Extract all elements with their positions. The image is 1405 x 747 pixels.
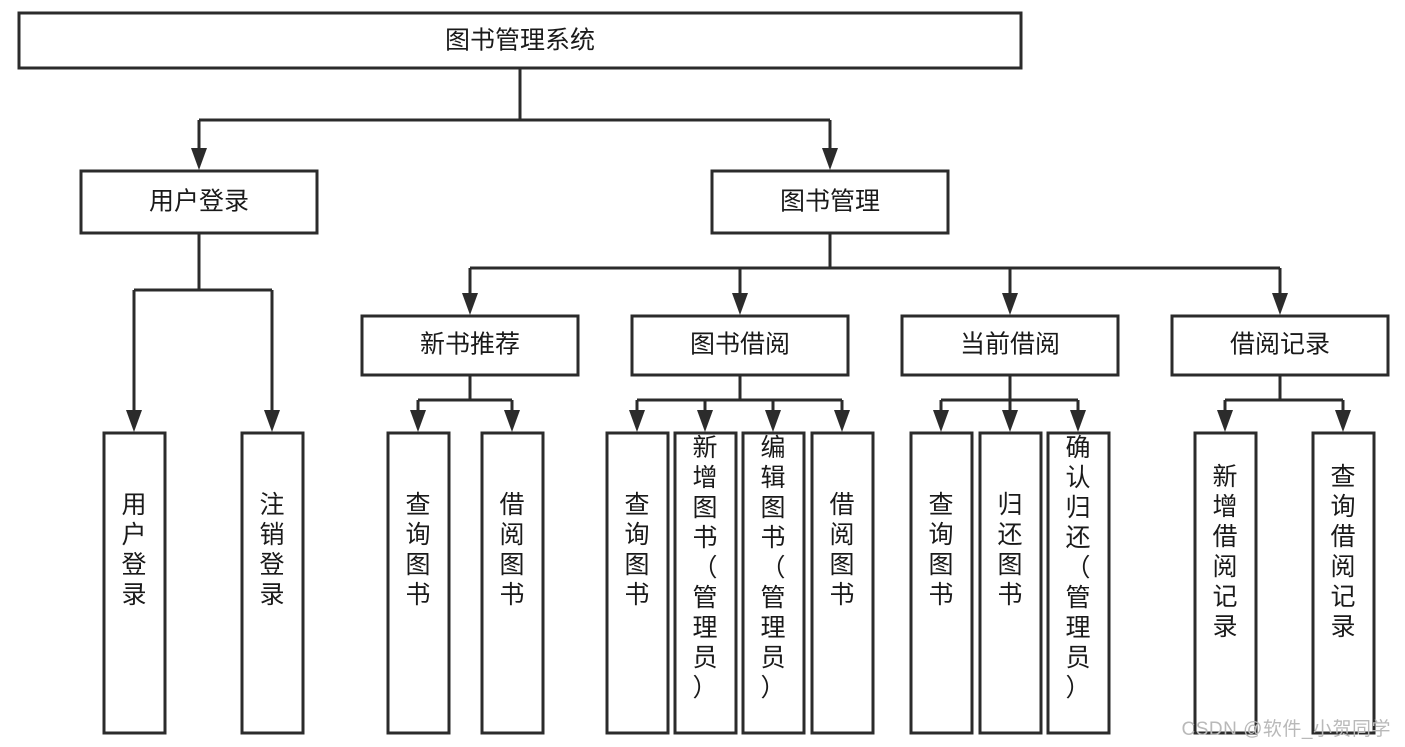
leaf-node-4[interactable]: 查询图书	[605, 431, 670, 735]
arrowhead-leaf-12	[1335, 410, 1351, 432]
leaf-node-12-box[interactable]	[1311, 431, 1376, 735]
leaf-node-5-box[interactable]	[673, 431, 738, 735]
leaf-node-7-box[interactable]	[810, 431, 875, 735]
leaf-node-6[interactable]: 编辑图书（管理员）	[741, 431, 806, 735]
connector-group-book-borrow	[629, 376, 850, 432]
node-book-management[interactable]: 图书管理	[710, 169, 950, 235]
leaf-node-9-box[interactable]	[978, 431, 1043, 735]
leaf-node-6-box[interactable]	[741, 431, 806, 735]
node-current-borrow[interactable]: 当前借阅	[900, 314, 1120, 377]
leaf-node-3[interactable]: 借阅图书	[480, 431, 545, 735]
node-root-label: 图书管理系统	[445, 27, 595, 55]
leaf-node-8-box[interactable]	[909, 431, 974, 735]
leaf-node-7-label: 借阅图书	[829, 491, 854, 609]
node-book-borrow-label: 图书借阅	[690, 331, 790, 359]
leaf-node-0[interactable]: 用户登录	[102, 431, 167, 735]
arrowhead-leaf-10	[1070, 410, 1086, 432]
leaf-node-10-label: 确认归还（管理员）	[1065, 434, 1090, 702]
leaf-node-0-box[interactable]	[102, 431, 167, 735]
node-user-login-label: 用户登录	[149, 188, 249, 216]
leaf-node-3-box[interactable]	[480, 431, 545, 735]
connector-group-new-book-rec	[410, 376, 520, 432]
leaf-node-12-label: 查询借阅记录	[1330, 463, 1355, 641]
node-borrow-record[interactable]: 借阅记录	[1170, 314, 1390, 377]
leaf-node-2-label: 查询图书	[405, 491, 430, 609]
leaf-node-11-label: 新增借阅记录	[1212, 463, 1237, 641]
node-book-borrow[interactable]: 图书借阅	[630, 314, 850, 377]
leaf-node-0-label: 用户登录	[121, 491, 146, 609]
arrowhead-leaf-4	[629, 410, 645, 432]
connector-group-root	[191, 69, 838, 170]
leaf-node-4-box[interactable]	[605, 431, 670, 735]
leaf-node-1[interactable]: 注销登录	[240, 431, 305, 735]
arrowhead-leaf-2	[410, 410, 426, 432]
leaf-node-12[interactable]: 查询借阅记录	[1311, 431, 1376, 735]
connector-group-user-login	[126, 234, 280, 432]
leaf-node-5[interactable]: 新增图书（管理员）	[673, 431, 738, 735]
arrowhead-book-borrow	[732, 293, 748, 315]
arrowhead-leaf-7	[834, 410, 850, 432]
node-new-book-recommend[interactable]: 新书推荐	[360, 314, 580, 377]
connector-group-borrow-record	[1217, 376, 1351, 432]
leaf-node-10[interactable]: 确认归还（管理员）	[1046, 431, 1111, 735]
arrowhead-user-login	[191, 148, 207, 170]
arrowhead-leaf-9	[1002, 410, 1018, 432]
leaf-node-2-box[interactable]	[386, 431, 451, 735]
node-user-login-box[interactable]	[79, 169, 319, 235]
leaf-node-5-label: 新增图书（管理员）	[692, 434, 717, 702]
leaf-node-7[interactable]: 借阅图书	[810, 431, 875, 735]
arrowhead-leaf-3	[504, 410, 520, 432]
node-book-borrow-box[interactable]	[630, 314, 850, 377]
arrowhead-borrow-record	[1272, 293, 1288, 315]
node-borrow-record-label: 借阅记录	[1230, 331, 1330, 359]
node-new-book-recommend-box[interactable]	[360, 314, 580, 377]
connector-group-book-mgmt	[462, 234, 1288, 315]
arrowhead-leaf-6	[765, 410, 781, 432]
leaf-node-1-box[interactable]	[240, 431, 305, 735]
connector-group-current-borrow	[933, 376, 1086, 432]
node-book-management-box[interactable]	[710, 169, 950, 235]
node-user-login[interactable]: 用户登录	[79, 169, 319, 235]
node-borrow-record-box[interactable]	[1170, 314, 1390, 377]
leaf-node-2[interactable]: 查询图书	[386, 431, 451, 735]
leaf-node-9-label: 归还图书	[997, 491, 1022, 609]
arrowhead-leaf-11	[1217, 410, 1233, 432]
arrowhead-current-borrow	[1002, 293, 1018, 315]
arrowhead-new-book-rec	[462, 293, 478, 315]
arrowhead-leaf-5	[697, 410, 713, 432]
node-book-management-label: 图书管理	[780, 188, 880, 216]
leaf-node-8-label: 查询图书	[928, 491, 953, 609]
node-root[interactable]: 图书管理系统	[17, 11, 1023, 70]
leaf-node-1-label: 注销登录	[259, 491, 284, 609]
arrowhead-leaf-8	[933, 410, 949, 432]
leaf-node-6-label: 编辑图书（管理员）	[760, 434, 785, 702]
node-root-box[interactable]	[17, 11, 1023, 70]
node-current-borrow-box[interactable]	[900, 314, 1120, 377]
arrowhead-leaf-1	[264, 410, 280, 432]
leaf-node-9[interactable]: 归还图书	[978, 431, 1043, 735]
arrowhead-leaf-0	[126, 410, 142, 432]
watermark: CSDN @软件_小贺同学	[1181, 719, 1391, 740]
node-current-borrow-label: 当前借阅	[960, 331, 1060, 359]
leaf-node-11-box[interactable]	[1193, 431, 1258, 735]
leaf-node-11[interactable]: 新增借阅记录	[1193, 431, 1258, 735]
arrowhead-book-mgmt	[822, 148, 838, 170]
leaf-node-10-box[interactable]	[1046, 431, 1111, 735]
leaf-node-8[interactable]: 查询图书	[909, 431, 974, 735]
node-new-book-recommend-label: 新书推荐	[420, 331, 520, 359]
leaf-node-4-label: 查询图书	[624, 491, 649, 609]
leaf-node-3-label: 借阅图书	[499, 491, 524, 609]
